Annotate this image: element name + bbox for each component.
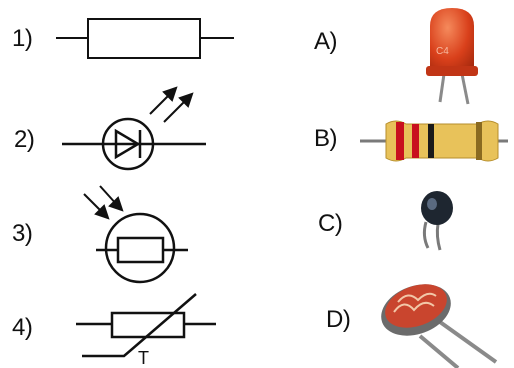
symbol-number-3: 3) bbox=[12, 220, 33, 247]
emission-arrows bbox=[149, 86, 194, 123]
led-printed-text: C4 bbox=[436, 46, 449, 57]
symbol-number-2: 2) bbox=[14, 126, 35, 153]
symbol-number-1: 1) bbox=[12, 25, 33, 52]
component-letter-b: B) bbox=[314, 125, 338, 152]
component-letter-d: D) bbox=[326, 306, 351, 333]
component-letter-a: A) bbox=[314, 28, 338, 55]
symbol-number-4: 4) bbox=[12, 314, 33, 341]
component-letter-c: C) bbox=[318, 210, 343, 237]
incident-light-arrows bbox=[83, 185, 124, 220]
thermistor-marker-t: T bbox=[138, 348, 149, 368]
